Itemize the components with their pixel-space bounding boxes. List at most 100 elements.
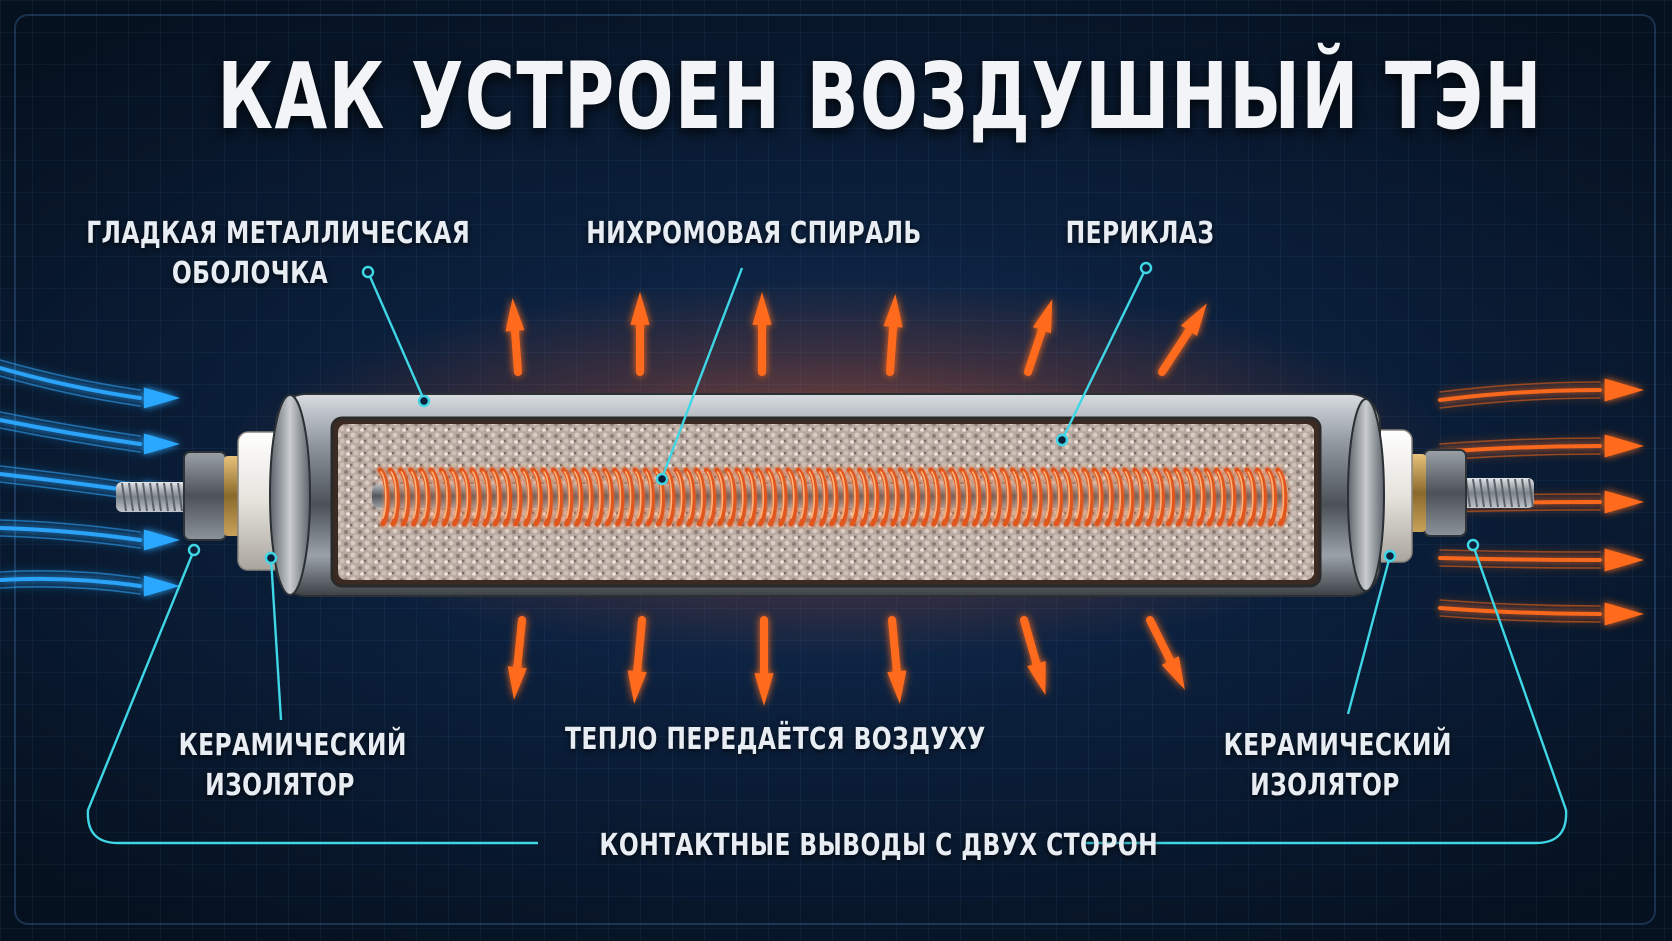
spiral-coil-highlight bbox=[839, 471, 846, 519]
thread-line bbox=[142, 482, 148, 512]
spiral-coil-highlight bbox=[727, 471, 734, 519]
thread-line bbox=[1528, 478, 1534, 508]
thread-line bbox=[1514, 478, 1520, 508]
spiral-coil-highlight bbox=[1124, 471, 1132, 519]
spiral-coil-highlight bbox=[1175, 471, 1183, 519]
arrow-icon bbox=[1032, 299, 1053, 334]
air-streak bbox=[0, 535, 141, 549]
label-insulator-right-line2: ИЗОЛЯТОР bbox=[1250, 768, 1400, 803]
callout-terminals-right bbox=[1082, 544, 1568, 845]
label-shell: ГЛАДКАЯ МЕТАЛЛИЧЕСКАЯ ОБОЛОЧКА bbox=[86, 214, 471, 294]
air-streak bbox=[0, 586, 141, 595]
thread-line bbox=[1507, 478, 1513, 508]
spiral-coil-highlight bbox=[1257, 471, 1264, 519]
air-streak bbox=[1438, 606, 1602, 616]
spiral-coil-highlight bbox=[645, 471, 652, 519]
callout-spiral bbox=[660, 267, 744, 479]
spiral-coil-highlight bbox=[492, 471, 499, 519]
spiral-coil-highlight bbox=[1073, 471, 1081, 519]
spiral-coil-highlight bbox=[1196, 471, 1203, 519]
spiral-coil-highlight bbox=[584, 471, 591, 519]
dot-terminal-right bbox=[1466, 538, 1480, 552]
spiral-coil-highlight bbox=[594, 471, 601, 519]
spiral-coil-highlight bbox=[941, 471, 948, 519]
callout-shell bbox=[366, 271, 426, 401]
label-terminals: КОНТАКТНЫЕ ВЫВОДЫ С ДВУХ СТОРОН bbox=[599, 826, 1157, 866]
air-streak bbox=[0, 519, 141, 533]
air-streak bbox=[1439, 549, 1601, 553]
dot-terminal-left bbox=[187, 543, 201, 557]
nichrome-spiral bbox=[377, 467, 1288, 527]
spiral-coil-highlight bbox=[421, 471, 428, 519]
spiral-coil-highlight bbox=[951, 471, 958, 519]
air-streak bbox=[0, 465, 141, 485]
label-insulator-right-line1: КЕРАМИЧЕСКИЙ bbox=[1223, 728, 1452, 763]
arrow-icon bbox=[883, 294, 903, 328]
air-streak bbox=[0, 418, 142, 446]
spiral-coil-highlight bbox=[1206, 471, 1213, 519]
label-shell-line1: ГЛАДКАЯ МЕТАЛЛИЧЕСКАЯ bbox=[86, 216, 471, 251]
spiral-coil-highlight bbox=[635, 471, 642, 519]
arrow-icon bbox=[627, 670, 647, 704]
thread-line bbox=[163, 482, 169, 512]
thread-line bbox=[121, 482, 127, 512]
spiral-coil-highlight bbox=[563, 471, 571, 519]
spiral-coil-highlight bbox=[1237, 471, 1244, 519]
spiral-coil-highlight bbox=[1114, 471, 1121, 519]
thread-line bbox=[1486, 478, 1492, 508]
label-insulator-left-line1: КЕРАМИЧЕСКИЙ bbox=[178, 728, 407, 763]
spiral-coil-highlight bbox=[533, 471, 540, 519]
label-insulator-right: КЕРАМИЧЕСКИЙ ИЗОЛЯТОР bbox=[1223, 726, 1452, 806]
spiral-coil-highlight bbox=[614, 471, 622, 519]
spiral-coil-highlight bbox=[410, 471, 418, 519]
spiral-coil-highlight bbox=[900, 471, 907, 519]
spiral-coil-highlight bbox=[482, 471, 489, 519]
spiral-coil-highlight bbox=[1094, 471, 1101, 519]
callout-lines bbox=[86, 267, 1568, 845]
spiral-coil-highlight bbox=[1247, 471, 1254, 519]
frame-border bbox=[14, 14, 1656, 925]
spiral-coil-highlight bbox=[553, 471, 560, 519]
label-insulator-left: КЕРАМИЧЕСКИЙ ИЗОЛЯТОР bbox=[178, 726, 407, 806]
thread-line bbox=[170, 482, 176, 512]
thread-line bbox=[1493, 478, 1499, 508]
spiral-coil-highlight bbox=[1267, 471, 1274, 519]
arrow-icon bbox=[887, 670, 907, 704]
spiral-coil-highlight bbox=[1063, 471, 1070, 519]
air-streak bbox=[0, 366, 142, 400]
air-streak bbox=[1438, 556, 1602, 562]
spiral-coil-highlight bbox=[1226, 471, 1234, 519]
left-bolt-thread bbox=[116, 482, 192, 512]
dot-spiral bbox=[655, 472, 669, 486]
thread-line bbox=[1521, 478, 1527, 508]
label-shell-line2: ОБОЛОЧКА bbox=[171, 256, 329, 291]
spiral-coil-highlight bbox=[676, 471, 683, 519]
label-insulator-left-line2: ИЗОЛЯТОР bbox=[205, 768, 355, 803]
spiral-coil-highlight bbox=[931, 471, 938, 519]
air-streak bbox=[1439, 615, 1601, 623]
air-streak bbox=[0, 526, 142, 542]
spiral-coil-highlight bbox=[910, 471, 917, 519]
air-streak bbox=[1439, 565, 1601, 569]
thread-line bbox=[156, 482, 162, 512]
air-streak bbox=[1438, 388, 1602, 402]
left-nut bbox=[183, 451, 227, 541]
spiral-coil-highlight bbox=[461, 471, 469, 519]
arrow-icon bbox=[143, 387, 180, 409]
callout-insulator-right bbox=[1346, 555, 1392, 715]
arrow-icon bbox=[505, 298, 525, 332]
spiral-coil-highlight bbox=[706, 471, 713, 519]
arrow-icon bbox=[1027, 661, 1046, 696]
label-spiral: НИХРОМОВАЯ СПИРАЛЬ bbox=[586, 214, 921, 254]
air-streak bbox=[1439, 599, 1601, 607]
thread-line bbox=[1500, 478, 1506, 508]
tube-end-right bbox=[1347, 398, 1385, 592]
spiral-coil-highlight bbox=[1277, 471, 1285, 519]
spiral-coil-highlight bbox=[451, 471, 458, 519]
air-streak bbox=[1439, 437, 1601, 445]
dot-shell bbox=[361, 265, 375, 279]
spiral-coil-highlight bbox=[696, 471, 703, 519]
dot-periclase-end bbox=[1055, 433, 1069, 447]
spiral-coil-highlight bbox=[829, 471, 836, 519]
